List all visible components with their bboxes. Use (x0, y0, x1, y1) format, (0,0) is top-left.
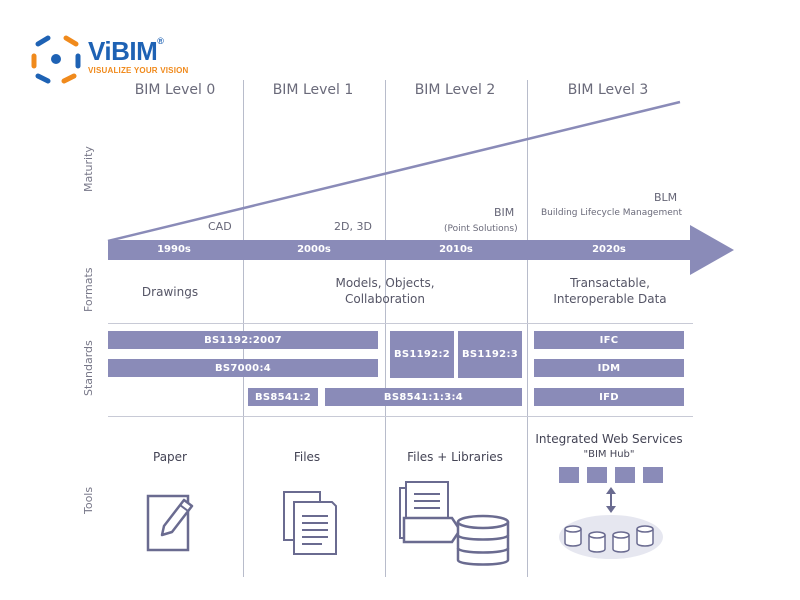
maturity-bim: BIM (494, 206, 515, 219)
maturity-blm: BLM (654, 191, 678, 204)
bim-hub-icon (559, 467, 663, 559)
tool-bim-hub-label: "BIM Hub" (583, 449, 635, 460)
logo: ViBIM® VISUALIZE YOUR VISION (30, 34, 200, 84)
files-database-icon (399, 481, 510, 566)
standard-bs8541-134: BS8541:1:3:4 (325, 388, 522, 406)
files-icon (283, 491, 337, 555)
divider-level-0-1 (243, 80, 244, 577)
standard-ifc: IFC (534, 331, 684, 349)
logo-tagline: VISUALIZE YOUR VISION (88, 66, 189, 75)
decade-2010s: 2010s (439, 244, 473, 255)
divider-level-2-3 (527, 80, 528, 577)
maturity-2d-3d: 2D, 3D (334, 220, 372, 233)
level-2-header: BIM Level 2 (414, 82, 496, 98)
decade-2000s: 2000s (297, 244, 331, 255)
logo-registered: ® (157, 36, 164, 46)
format-models-line1: Models, Objects, (335, 276, 435, 290)
decade-1990s: 1990s (157, 244, 191, 255)
format-transactable-line1: Transactable, (570, 276, 650, 290)
maturity-blm-sub: Building Lifecycle Management (541, 208, 682, 218)
tool-web-services-label: Integrated Web Services (535, 432, 683, 446)
format-drawings: Drawings (141, 285, 199, 299)
divider-standards-tools (108, 416, 693, 417)
standard-idm: IDM (534, 359, 684, 377)
maturity-cad: CAD (208, 220, 232, 233)
format-transactable-line2: Interoperable Data (553, 292, 667, 306)
level-1-header: BIM Level 1 (272, 82, 354, 98)
standard-bs1192-2007: BS1192:2007 (108, 331, 378, 349)
standard-bs7000-4: BS7000:4 (108, 359, 378, 377)
standard-bs1192-2: BS1192:2 (390, 331, 454, 378)
tool-paper-label: Paper (153, 450, 187, 464)
logo-mark-icon (31, 35, 81, 84)
tool-files-label: Files (293, 450, 321, 464)
standard-bs1192-3: BS1192:3 (458, 331, 522, 378)
level-0-header: BIM Level 0 (134, 82, 216, 98)
divider-formats-standards (108, 323, 693, 324)
maturity-bim-sub: (Point Solutions) (444, 224, 518, 234)
tool-files-libraries-label: Files + Libraries (407, 450, 503, 464)
logo-name: ViBIM (88, 36, 158, 66)
level-3-header: BIM Level 3 (567, 82, 649, 98)
standard-bs8541-2: BS8541:2 (248, 388, 318, 406)
standard-ifd: IFD (534, 388, 684, 406)
decade-2020s: 2020s (592, 244, 626, 255)
paper-pencil-icon (146, 494, 194, 552)
divider-level-1-2 (385, 80, 386, 577)
format-models-line2: Collaboration (345, 292, 425, 306)
